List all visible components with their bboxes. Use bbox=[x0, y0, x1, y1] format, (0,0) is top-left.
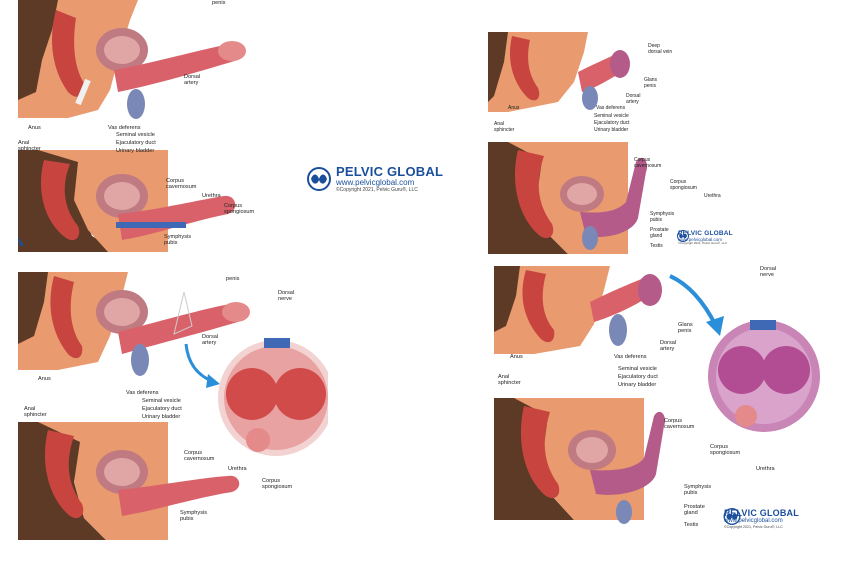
pelvic-global-logo-icon bbox=[307, 167, 331, 191]
label-seminal-vesicle-4: Seminal vesicle bbox=[618, 366, 657, 372]
label-penis-fragment-3: penis bbox=[226, 276, 240, 282]
label-urinary-bladder-2: Urinary bladder bbox=[594, 127, 629, 133]
label-ejaculatory-duct-4: Ejaculatory duct bbox=[618, 374, 658, 380]
brand-url-bottom-right: www.pelvicglobal.com bbox=[724, 518, 783, 524]
label-urethra-2: Urethra bbox=[704, 193, 721, 199]
label-penis-fragment: penis bbox=[212, 0, 226, 6]
brand-url-top: www.pelvicglobal.com bbox=[336, 178, 415, 187]
label-seminal-vesicle-2: Seminal vesicle bbox=[594, 113, 629, 119]
brand-copyright-top-right: ©Copyright 2021, Pelvic Guru®, LLC bbox=[678, 241, 728, 245]
label-anus-3: Anus bbox=[38, 376, 51, 382]
anatomy-illustration-top-left bbox=[18, 0, 246, 252]
label-anus-4: Anus bbox=[510, 354, 523, 360]
label-vas-deferens: Vas deferens bbox=[108, 125, 141, 131]
label-anus: Anus bbox=[28, 125, 41, 131]
label-urinary-bladder: Urinary bladder bbox=[116, 148, 155, 154]
brand-copyright-top: ©Copyright 2021, Pelvic Guru®, LLC bbox=[336, 187, 418, 193]
label-ejaculatory-duct-2: Ejaculatory duct bbox=[594, 120, 630, 126]
label-urethra: Urethra bbox=[202, 193, 221, 199]
label-vas-deferens-4: Vas deferens bbox=[614, 354, 647, 360]
pelvic-global-logo-icon-bottom bbox=[723, 508, 741, 525]
pelvic-global-logo-icon-small bbox=[677, 230, 689, 242]
label-seminal-vesicle: Seminal vesicle bbox=[116, 132, 155, 138]
label-urinary-bladder-3: Urinary bladder bbox=[142, 414, 181, 420]
anatomy-illustration-bottom-left bbox=[18, 272, 328, 540]
label-vas-deferens-3: Vas deferens bbox=[126, 390, 159, 396]
brand-logo-top-right: PELVIC GLOBAL www.pelvicglobal.com ©Copy… bbox=[676, 230, 733, 246]
brand-logo-bottom-right: PELVIC GLOBAL www.pelvicglobal.com ©Copy… bbox=[722, 508, 799, 529]
label-vas-deferens-2: Vas deferens bbox=[596, 105, 626, 111]
brand-name-bottom-right: PELVIC GLOBAL bbox=[724, 508, 799, 518]
anatomy-illustration-top-right bbox=[488, 32, 648, 254]
anatomy-illustration-bottom-right bbox=[494, 266, 820, 524]
brand-name-top-right: PELVIC GLOBAL bbox=[678, 230, 733, 237]
label-anus-2: Anus bbox=[508, 105, 520, 111]
brand-logo-top: PELVIC GLOBAL www.pelvicglobal.com ©Copy… bbox=[305, 165, 443, 193]
label-testis-4: Testis bbox=[684, 522, 699, 528]
label-ejaculatory-duct: Ejaculatory duct bbox=[116, 140, 156, 146]
label-urethra-3: Urethra bbox=[228, 466, 247, 472]
label-seminal-vesicle-3: Seminal vesicle bbox=[142, 398, 181, 404]
brand-name-top: PELVIC GLOBAL bbox=[336, 164, 444, 179]
label-ejaculatory-duct-3: Ejaculatory duct bbox=[142, 406, 182, 412]
label-urinary-bladder-4: Urinary bladder bbox=[618, 382, 657, 388]
brand-copyright-bottom-right: ©Copyright 2021, Pelvic Guru®, LLC bbox=[724, 525, 783, 529]
label-urethra-4: Urethra bbox=[756, 466, 775, 472]
brand-url-top-right: www.pelvicglobal.com bbox=[678, 237, 723, 242]
label-testis-2: Testis bbox=[650, 243, 663, 249]
